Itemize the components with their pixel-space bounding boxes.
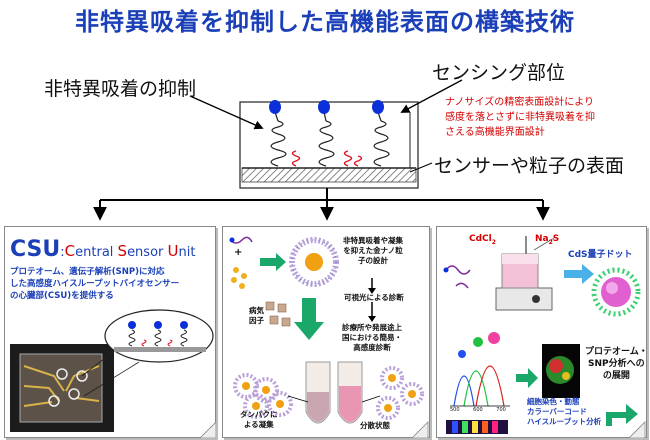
green-down-arrow-icon	[294, 298, 324, 340]
csu-abbrev: CSU	[10, 237, 61, 262]
gold-np-caption: 非特異吸着や凝集 を抑えた金ナノ粒 子の設計	[343, 236, 403, 266]
caption-line: 病気	[249, 306, 264, 315]
page-title: 非特異吸着を抑制した高機能表面の構築技術	[75, 8, 575, 36]
csu-word: ensor	[127, 245, 168, 260]
quantum-dot	[591, 267, 641, 317]
caption-line: プロテオーム・	[585, 347, 648, 357]
right-panel-illustration	[443, 236, 646, 438]
label-suppression: 非特異吸着の抑制	[44, 78, 197, 100]
csu-heading: CSU:Central Sensor Unit	[10, 237, 195, 262]
visible-light-diagnosis: 可視光による診断	[344, 293, 404, 302]
dispersed-label: 分散状態	[360, 421, 390, 430]
clinic-caption: 診療所や発展途上 国における簡易・ 高感度診断	[342, 323, 402, 353]
disease-factor-label: 病気 因子	[249, 306, 264, 326]
test-tubes	[305, 361, 363, 424]
left-panel-illustration	[10, 309, 216, 438]
proteome-snp-label: プロテオーム・ SNP分析への の展開	[585, 346, 648, 382]
cell-analysis-label: 細胞染色・動態 カラーバーコード ハイスループット分析	[527, 397, 601, 427]
note-line: 感度を落とさずに非特異吸着を抑	[445, 112, 595, 123]
desc-line: した高感度ハイスループットバイオセンサー	[10, 279, 180, 289]
green-right-arrow-icon	[516, 368, 538, 388]
caption-line: 国における簡易・	[342, 333, 402, 342]
csu-word: entral	[75, 245, 118, 260]
formula-text: CdCl	[469, 234, 492, 244]
formula-subscript: 2	[548, 238, 553, 246]
zoom-ellipse	[104, 309, 214, 363]
caption-line: 診療所や発展途上	[342, 323, 402, 332]
csu-initial-c: C	[64, 242, 76, 260]
caption-line: 因子	[249, 316, 264, 325]
caption-line: タンパクに	[240, 410, 278, 419]
middle-panel-illustration	[229, 236, 429, 438]
stirrer-apparatus	[495, 236, 555, 311]
csu-word: nit	[178, 245, 196, 260]
note-line: ナノサイズの精密表面設計により	[445, 97, 594, 108]
label-surface: センサーや粒子の表面	[434, 155, 625, 177]
note-line: さえる高機能界面設計	[445, 127, 545, 138]
surface-hatch	[241, 167, 417, 183]
spectrum-axis-ticks: 500 600 700	[450, 407, 506, 413]
caption-line: ハイスループット分析	[527, 417, 602, 426]
blue-arrow-icon	[564, 264, 594, 284]
emission-spectrum	[450, 332, 510, 407]
top-note: ナノサイズの精密表面設計により 感度を落とさずに非特異吸着を抑 さえる高機能界面…	[445, 95, 595, 140]
csu-description: プロテオーム、遺伝子解析(SNP)に対応 した高感度ハイスループットバイオセンサ…	[10, 266, 179, 302]
na2s-label: Na2S	[535, 234, 559, 246]
csu-initial-u: U	[167, 242, 179, 260]
gold-nanoparticle	[289, 237, 339, 287]
formula-subscript: 2	[491, 238, 496, 246]
plus-sign: +	[234, 247, 243, 258]
caption-line: カラーバーコード	[527, 407, 587, 416]
caption-line: 非特異吸着や凝集	[343, 236, 403, 245]
csu-initial-s: S	[117, 242, 128, 260]
caption-line: の展開	[602, 371, 630, 381]
right-panel	[436, 226, 647, 438]
short-chains	[291, 150, 363, 167]
dispersed-particles	[376, 366, 424, 420]
caption-line: よる凝集	[243, 420, 274, 429]
protein-aggregation-label: タンパクに よる凝集	[240, 410, 278, 430]
label-sensing-site: センシング部位	[432, 62, 566, 84]
aggregated-particles	[233, 373, 293, 419]
caption-line: SNP分析への	[588, 359, 645, 369]
desc-line: プロテオーム、遺伝子解析(SNP)に対応	[10, 267, 165, 277]
axis-tick: 700	[496, 407, 506, 413]
green-arrow-icon	[260, 253, 286, 271]
csu-separator: :	[60, 245, 65, 260]
cds-quantum-dot-label: CdS量子ドット	[568, 250, 633, 260]
caption-line: 高感度診断	[353, 343, 391, 352]
molecule-1	[269, 100, 287, 167]
molecule-3	[372, 100, 390, 167]
formula-text: S	[552, 234, 560, 244]
caption-line: 細胞染色・動態	[527, 397, 580, 406]
axis-tick: 500	[450, 407, 460, 413]
axis-tick: 600	[473, 407, 483, 413]
caption-line: 子の設計	[358, 256, 388, 265]
cdcl2-label: CdCl2	[469, 234, 496, 246]
formula-text: Na	[535, 234, 549, 244]
caption-line: を抑えた金ナノ粒	[343, 246, 403, 255]
molecule-2	[318, 100, 335, 167]
desc-line: の心臓部(CSU)を提供する	[10, 291, 114, 301]
green-turn-arrow-icon	[606, 404, 638, 426]
